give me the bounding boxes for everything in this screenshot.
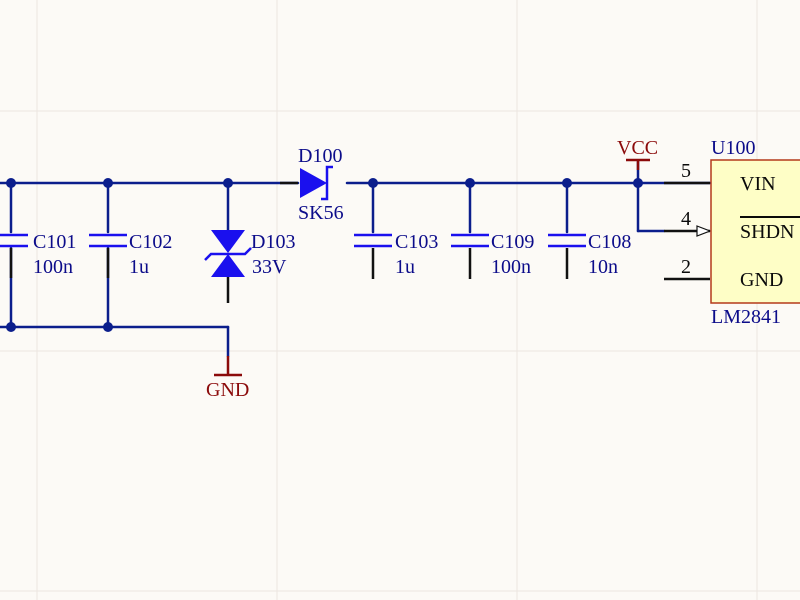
c108-value-label: 10n [588,256,618,278]
tvs-bar [204,247,252,261]
junction-dot [6,178,16,188]
power-ports [214,158,650,377]
ic-u100-body [710,159,800,304]
c102-ref-label: C102 [129,231,172,253]
c101-value-label: 100n [33,256,73,278]
capacitor-c101 [0,233,28,248]
tvs-diode-d103 [204,230,252,277]
schottky-triangle [300,168,327,198]
junction-dots [6,178,643,332]
junction-dot [103,322,113,332]
c103-ref-label: C103 [395,231,438,253]
ic-pin-2-number: 2 [681,256,691,278]
junction-dot [633,178,643,188]
junction-dot [103,178,113,188]
u100-ref-label: U100 [711,137,755,159]
c103-value-label: 1u [395,256,415,278]
ic-pin-5-number: 5 [681,160,691,182]
capacitor-c102 [89,233,127,248]
junction-dot [562,178,572,188]
ic-pin-gnd-name: GND [740,269,783,291]
ic-pin-vin-name: VIN [740,173,776,195]
junction-dot [368,178,378,188]
capacitor-c109 [451,233,489,248]
d103-ref-label: D103 [251,231,295,253]
capacitor-symbols [0,233,586,248]
junction-dot [465,178,475,188]
tvs-upper-triangle [211,230,245,253]
schottky-diode-d100 [300,165,333,201]
junction-dot [223,178,233,188]
c101-ref-label: C101 [33,231,76,253]
shdn-input-arrow [696,225,712,237]
pin-stubs [9,181,710,303]
ic-pin-4-number: 4 [681,208,691,230]
capacitor-c103 [354,233,392,248]
c108-ref-label: C108 [588,231,631,253]
u100-part-label: LM2841 [711,306,781,328]
vcc-label: VCC [617,137,658,159]
c109-value-label: 100n [491,256,531,278]
d100-value-label: SK56 [298,202,344,224]
c102-value-label: 1u [129,256,149,278]
ic-pin-shdn-name: SHDN [740,221,794,243]
schottky-bar [321,165,333,201]
junction-dot [6,322,16,332]
tvs-lower-triangle [211,254,245,277]
d100-ref-label: D100 [298,145,342,167]
gnd-label: GND [206,379,249,401]
capacitor-c108 [548,233,586,248]
d103-value-label: 33V [252,256,287,278]
c109-ref-label: C109 [491,231,534,253]
